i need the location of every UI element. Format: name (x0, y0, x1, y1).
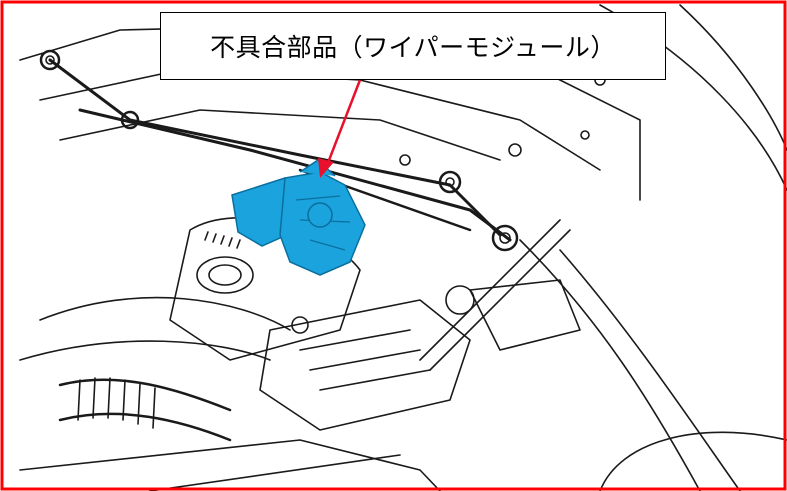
hose-ribs (77, 377, 156, 429)
arrow-icon (318, 79, 362, 178)
strut-brace (39, 296, 291, 331)
battery-box (469, 279, 581, 351)
pivot-far-right-inner (499, 232, 511, 244)
callout-label: 不具合部品（ワイパーモジュール） (160, 12, 666, 80)
fender-edge (679, 4, 787, 151)
bolt (445, 285, 475, 315)
pivot-far-right (491, 224, 519, 252)
intake-hose (58, 378, 232, 412)
wheel-arch (599, 431, 787, 491)
lower-panel (19, 439, 441, 491)
vent-slots (204, 231, 241, 249)
cowl-edge (59, 109, 501, 161)
wiper-linkage-rod (48, 58, 502, 237)
pivot-center (120, 110, 140, 130)
reservoir-cap (196, 256, 254, 294)
arrow-shaft (324, 79, 362, 169)
reservoir-cap-inner (208, 264, 242, 286)
engine-block (259, 299, 471, 431)
intake-hose-2 (58, 412, 232, 442)
bolt (580, 130, 590, 140)
hood-edge-right (519, 239, 701, 491)
wiper-gear-hub (307, 202, 333, 228)
bolt (508, 143, 522, 157)
pivot-left (39, 49, 61, 71)
wiper-linkage-rod-2 (78, 108, 512, 242)
wiper-module-highlight (231, 159, 366, 276)
arrow-head (318, 158, 334, 178)
hood-edge-right-2 (559, 249, 741, 491)
pivot-right-inner (445, 177, 455, 187)
strut-line-2 (429, 229, 571, 371)
lower-panel-2 (149, 454, 401, 491)
pivot-right (438, 170, 462, 194)
strut-line (419, 219, 561, 361)
wiper-crank (299, 159, 336, 177)
engine-detail (299, 329, 431, 391)
bolt (291, 316, 309, 334)
pivot-left-inner (45, 55, 55, 65)
strut-brace-2 (19, 340, 271, 361)
bolt (399, 154, 411, 166)
